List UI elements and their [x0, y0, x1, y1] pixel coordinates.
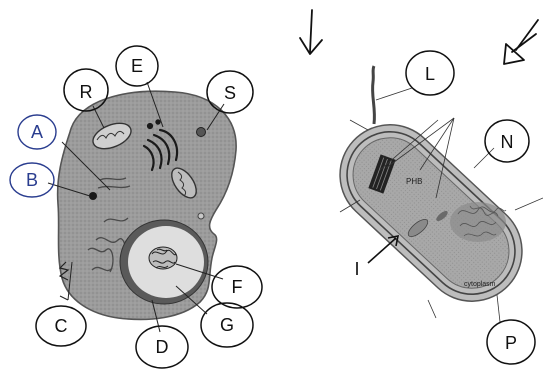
label-P: P: [487, 320, 535, 364]
label-L: L: [406, 51, 454, 95]
cytoplasm-label: cytoplasm: [464, 281, 496, 288]
svg-text:B: B: [26, 170, 38, 190]
svg-text:L: L: [425, 64, 435, 84]
label-B: B: [10, 163, 54, 197]
svg-text:E: E: [131, 56, 143, 76]
svg-text:G: G: [220, 315, 234, 335]
svg-text:D: D: [156, 337, 169, 357]
label-F: F: [212, 266, 262, 308]
centrosome: [89, 192, 97, 200]
nucleoid: [450, 202, 506, 242]
svg-text:P: P: [505, 333, 517, 353]
svg-text:S: S: [224, 83, 236, 103]
nucleus: [120, 220, 208, 304]
svg-text:I: I: [354, 259, 359, 279]
label-N: N: [485, 120, 529, 162]
svg-text:R: R: [80, 82, 93, 102]
label-D: D: [136, 326, 188, 368]
phb-label: PHB: [406, 177, 422, 186]
svg-text:A: A: [31, 122, 43, 142]
arrow-to-cell-wall: [368, 236, 398, 263]
vesicle: [198, 213, 204, 219]
lysosome: [197, 128, 206, 137]
bacterial-cell: PHB cytoplasm: [319, 66, 543, 322]
flagellum: [373, 66, 375, 124]
nucleolus: [149, 247, 177, 269]
animal-cell: [48, 82, 236, 332]
label-A: A: [18, 115, 56, 149]
label-I: I: [354, 259, 359, 279]
svg-text:N: N: [501, 132, 514, 152]
svg-text:F: F: [232, 277, 243, 297]
label-R: R: [64, 69, 108, 111]
hand-drawn-arrow-right: [504, 20, 538, 64]
svg-text:C: C: [55, 316, 68, 336]
label-C: C: [36, 306, 86, 346]
hand-drawn-arrow-left: [300, 10, 322, 54]
label-S: S: [207, 71, 253, 113]
label-E: E: [116, 46, 158, 86]
label-G: G: [201, 303, 253, 347]
